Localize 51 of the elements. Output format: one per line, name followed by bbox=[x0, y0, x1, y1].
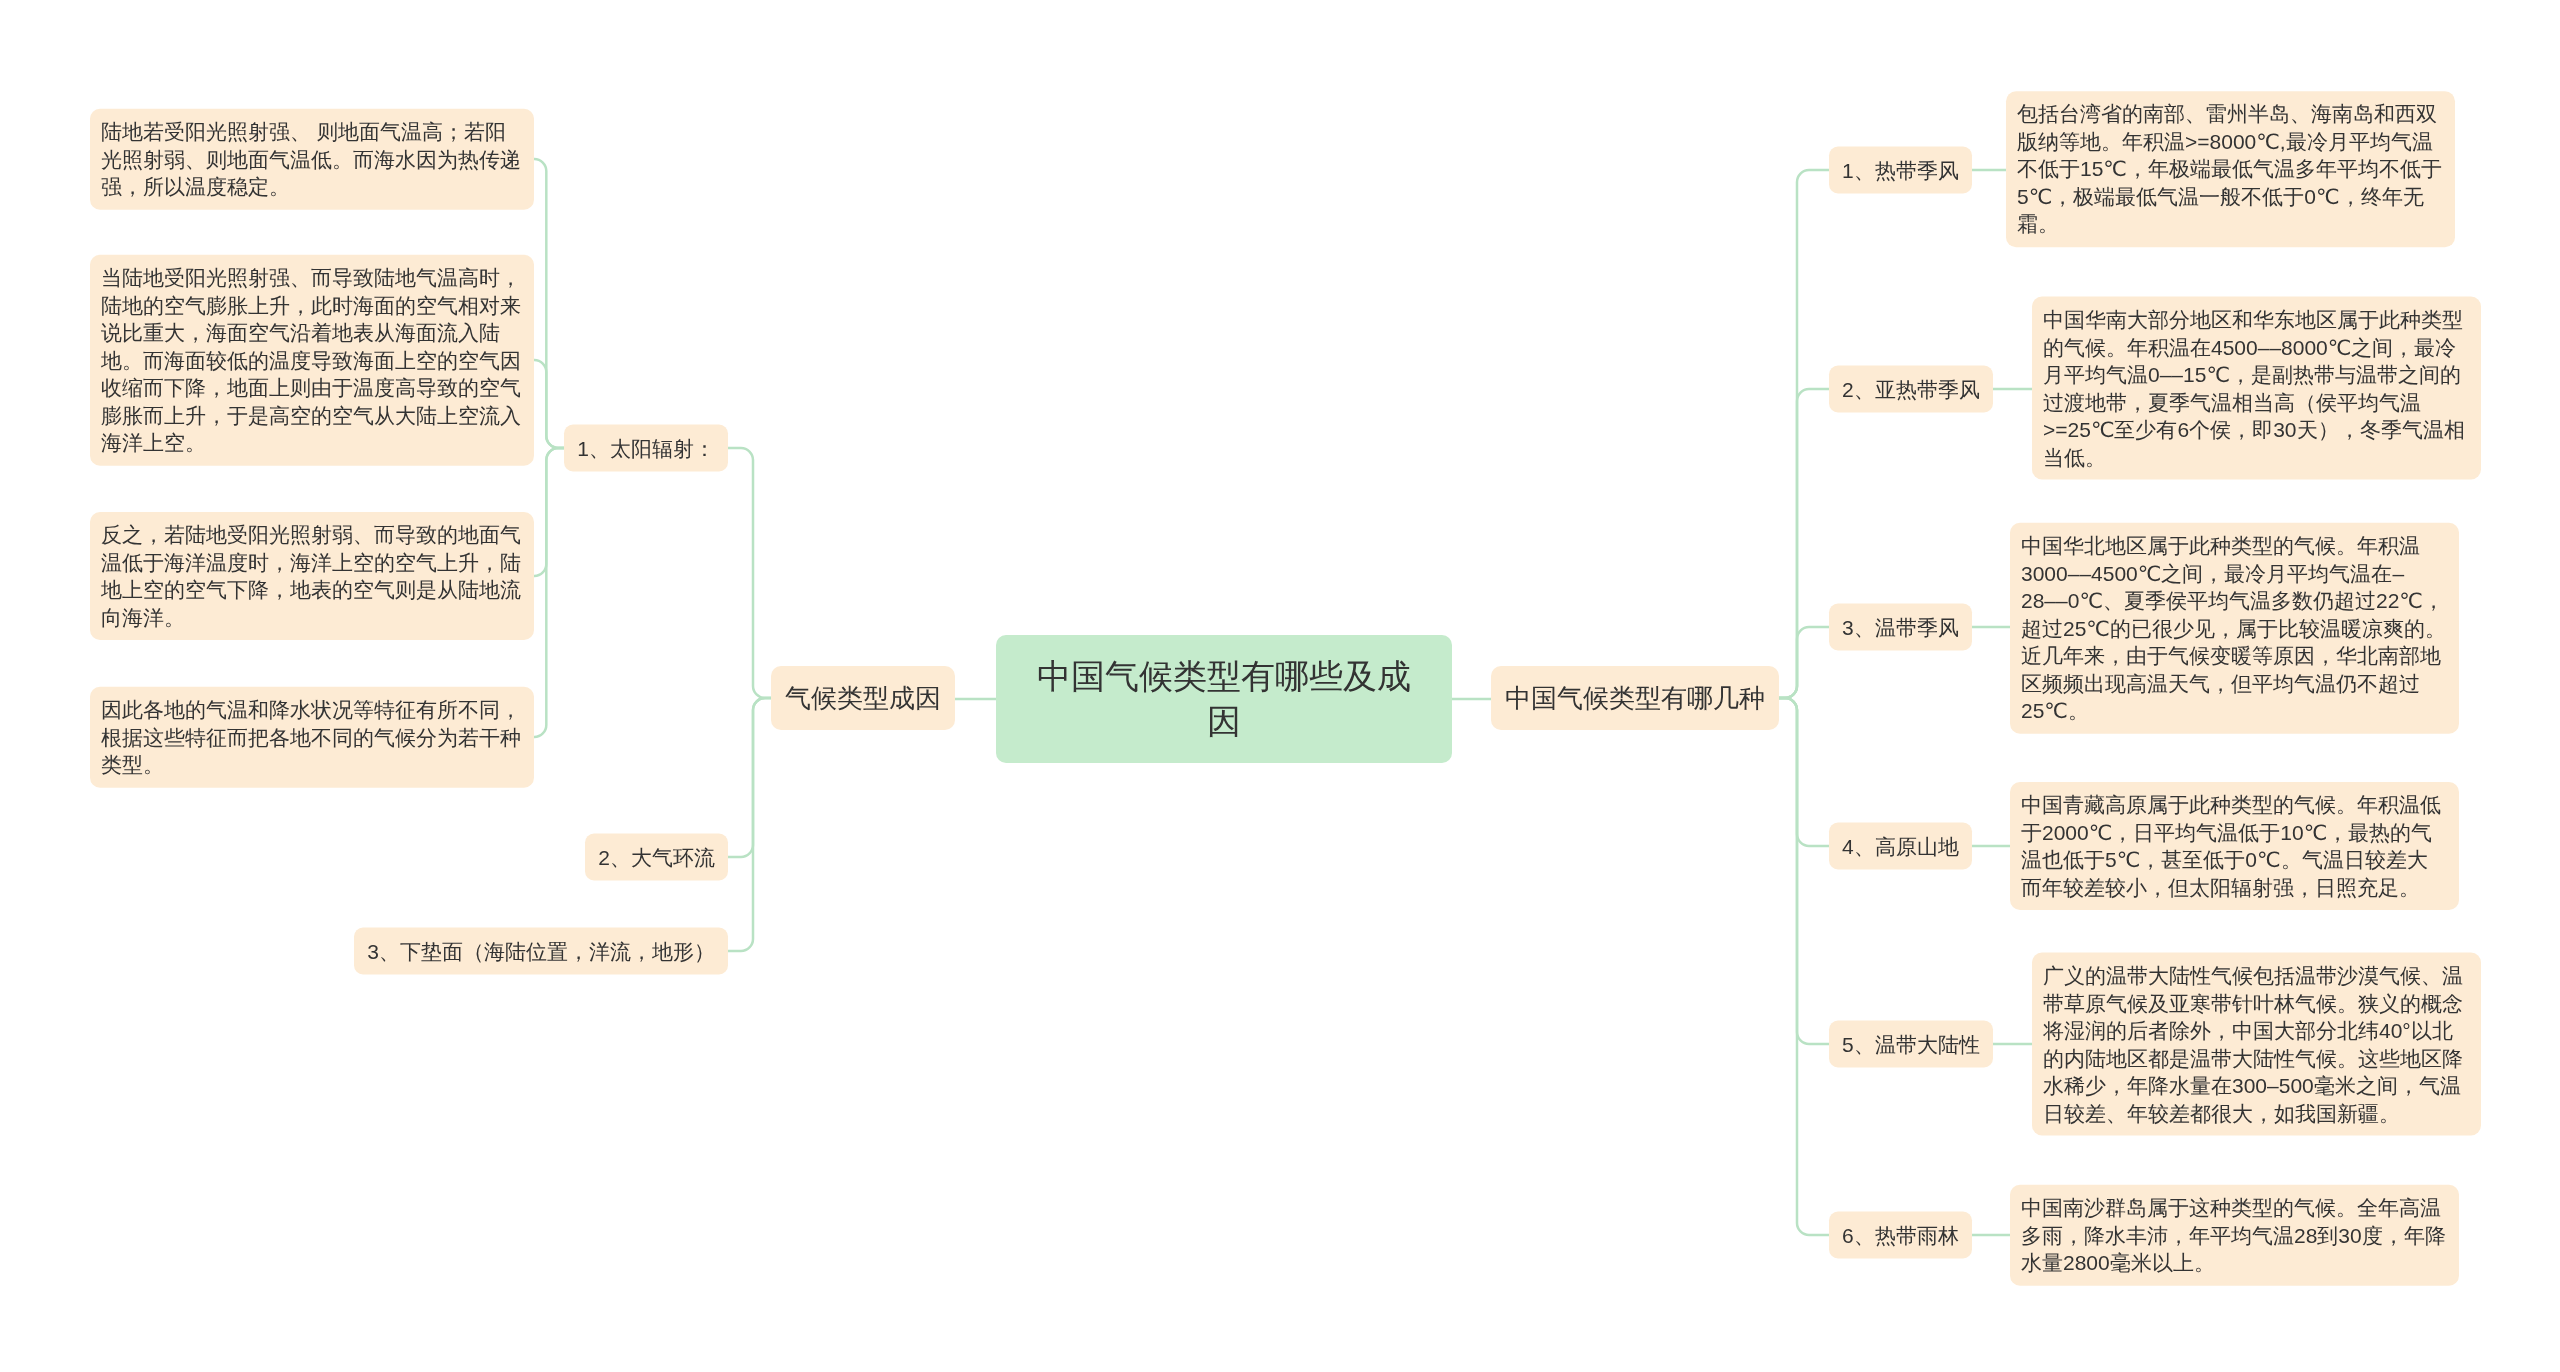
subtopic-label: 6、热带雨林 bbox=[1842, 1222, 1959, 1249]
subtopic-box bbox=[1829, 603, 1972, 651]
connector-line bbox=[1452, 697, 1491, 701]
note-box bbox=[2032, 296, 2481, 480]
connector-line bbox=[1992, 387, 2032, 391]
subtopic-label: 3、下垫面（海陆位置，洋流，地形） bbox=[367, 938, 715, 965]
note-text: 中国青藏高原属于此种类型的气候。年积温低于2000℃，日平均气温低于10℃，最热的气温也低于5℃，甚至低于0℃。气温日较差大而年较差较小，但太阳辐射强，日照充足。 bbox=[2021, 792, 2442, 901]
note-box bbox=[90, 512, 534, 640]
connector-line bbox=[1971, 1233, 2010, 1237]
connector-line bbox=[533, 446, 565, 739]
note-text: 因此各地的气温和降水状况等特征有所不同，根据这些特征而把各地不同的气候分为若干种类型。 bbox=[101, 696, 522, 778]
subtopic-box bbox=[564, 424, 728, 472]
connector-line bbox=[955, 697, 996, 701]
note-box bbox=[2010, 782, 2459, 910]
subtopic-label: 2、亚热带季风 bbox=[1842, 376, 1980, 403]
note-text: 包括台湾省的南部、雷州半岛、海南岛和西双版纳等地。年积温>=8000℃,最冷月平均气温不低于15℃，年极端最低气温多年平均不低于5℃，极端最低气温一般不低于0℃，终年无霜。 bbox=[2017, 101, 2443, 238]
subtopic-box bbox=[1829, 1020, 1993, 1068]
connector-line bbox=[1971, 168, 2006, 172]
central-topic-title: 中国气候类型有哪些及成因 bbox=[1036, 656, 1412, 742]
note-text: 反之，若陆地受阳光照射弱、而导致的地面气温低于海洋温度时，海洋上空的空气上升，陆地上空的空气下降，地表的空气则是从陆地流向海洋。 bbox=[101, 522, 522, 631]
note-box bbox=[2032, 952, 2481, 1136]
connector-line bbox=[1992, 1042, 2032, 1046]
subtopic-box bbox=[354, 927, 728, 975]
note-box bbox=[90, 686, 534, 788]
subtopic-label: 5、温带大陆性 bbox=[1842, 1031, 1980, 1058]
topic-label: 中国气候类型有哪几种 bbox=[1505, 682, 1765, 715]
connector-line bbox=[1971, 844, 2010, 848]
subtopic-label: 3、温带季风 bbox=[1842, 614, 1959, 641]
note-box bbox=[2006, 91, 2455, 247]
note-text: 陆地若受阳光照射强、 则地面气温高；若阳光照射弱、则地面气温低。而海水因为热传递强，所以温度稳定。 bbox=[101, 118, 522, 200]
subtopic-label: 4、高原山地 bbox=[1842, 833, 1959, 860]
topic-box bbox=[771, 666, 955, 730]
subtopic-box bbox=[1829, 1211, 1972, 1259]
connector-line bbox=[1971, 625, 2010, 629]
subtopic-box bbox=[585, 833, 728, 881]
topic-label: 气候类型成因 bbox=[785, 682, 941, 715]
note-box bbox=[90, 108, 534, 210]
subtopic-label: 1、太阳辐射： bbox=[577, 435, 715, 462]
subtopic-box bbox=[1829, 146, 1972, 194]
note-text: 当陆地受阳光照射强、而导致陆地气温高时，陆地的空气膨胀上升，此时海面的空气相对来说比重大，海面空气沿着地表从海面流入陆地。而海面较低的温度导致海面上空的空气因收缩而下降，地面上则由于温度高导致的空气膨胀而上升，于是高空的空气从大陆上空流入海洋上空。 bbox=[101, 264, 522, 456]
note-text: 中国南沙群岛属于这种类型的气候。全年高温多雨，降水丰沛，年平均气温28到30度，年降水量2800毫米以上。 bbox=[2021, 1194, 2447, 1276]
note-text: 中国华南大部分地区和华东地区属于此种类型的气候。年积温在4500––8000℃之间，最冷月平均气温0––15℃，是副热带与温带之间的过渡地带，夏季气温相当高（侯平均气温>=25℃至少有6个侯，即30天），冬季气温相当低。 bbox=[2043, 306, 2466, 470]
note-text: 广义的温带大陆性气候包括温带沙漠气候、温带草原气候及亚寒带针叶林气候。狭义的概念将湿润的后者除外，中国大部分北纬40°以北的内陆地区都是温带大陆性气候。这些地区降水稀少，年降水量在300–500毫米之间，气温日较差、年较差都很大，如我国新疆。 bbox=[2043, 962, 2464, 1126]
note-box bbox=[2010, 1184, 2459, 1286]
note-text: 中国华北地区属于此种类型的气候。年积温3000––4500℃之间，最冷月平均气温在–28––0℃、夏季侯平均气温多数仍超过22℃，超过25℃的已很少见，属于比较温暖凉爽的。近几年来，由于气候变暖等原因，华北南部地区频频出现高温天气，但平均气温仍不超过25℃。 bbox=[2021, 532, 2447, 724]
subtopic-box bbox=[1829, 365, 1993, 413]
topic-box bbox=[1491, 666, 1779, 730]
subtopic-label: 2、大气环流 bbox=[598, 844, 715, 871]
subtopic-box bbox=[1829, 822, 1972, 870]
central-topic-box bbox=[996, 635, 1452, 763]
subtopic-label: 1、热带季风 bbox=[1842, 157, 1959, 184]
